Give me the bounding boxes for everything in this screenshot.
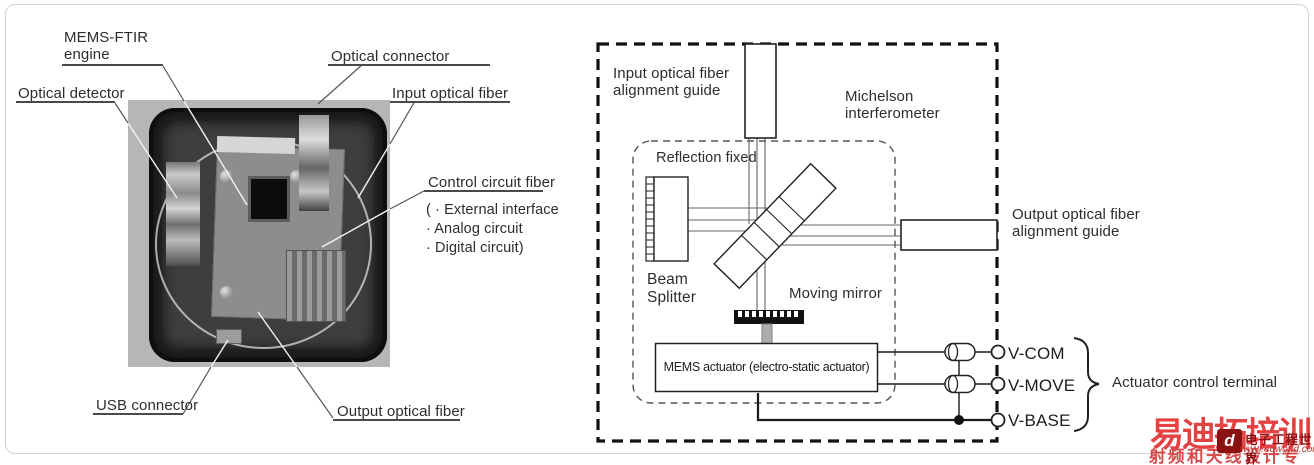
label-reflection-fixed: Reflection fixed xyxy=(656,150,757,166)
beam-splitter-shape xyxy=(713,162,837,290)
watermark-logo-text: 电子工程世界 xyxy=(1245,433,1313,465)
interferometer-dashed-boundary xyxy=(632,140,896,404)
input-guide-rect xyxy=(744,43,777,139)
underline xyxy=(333,419,460,421)
underline xyxy=(62,64,163,66)
optical-detector-part xyxy=(166,162,200,266)
usb-connector-part xyxy=(216,329,242,344)
terminal-brace xyxy=(1073,337,1100,432)
watermark-tagline: 射频和天线设计专家 xyxy=(1149,448,1301,465)
screw xyxy=(220,286,233,299)
underline xyxy=(424,190,543,192)
label-usb-connector: USB connector xyxy=(96,397,199,414)
label-actuator-control-terminal: Actuator control terminal xyxy=(1112,374,1278,391)
label-control-circuit-items: ( · External interface · Analog circuit … xyxy=(426,202,559,256)
screw xyxy=(220,170,233,183)
underline xyxy=(16,101,115,103)
label-control-circuit-fiber: Control circuit fiber xyxy=(428,174,556,191)
moving-mirror-shape xyxy=(734,310,804,345)
label-input-optical-fiber: Input optical fiber xyxy=(392,85,509,102)
label-optical-detector: Optical detector xyxy=(18,85,125,102)
label-michelson: Michelson interferometer xyxy=(845,88,940,123)
optical-connector-part xyxy=(299,115,329,211)
underline xyxy=(328,64,490,66)
label-mems-ftir-engine: MEMS-FTIR engine xyxy=(64,29,149,64)
label-input-guide: Input optical fiber alignment guide xyxy=(613,65,730,100)
underline xyxy=(93,413,183,415)
control-circuit-part xyxy=(286,250,346,322)
leader-lines-light xyxy=(127,100,391,368)
device-photo xyxy=(128,100,390,367)
label-output-optical-fiber: Output optical fiber xyxy=(337,403,465,420)
watermark-url: www.eeworld.com.cn xyxy=(1240,444,1314,455)
label-mems-actuator: MEMS actuator (electro-static actuator) xyxy=(663,360,870,374)
label-optical-connector: Optical connector xyxy=(331,48,450,65)
label-output-guide: Output optical fiber alignment guide xyxy=(1012,206,1140,241)
fixed-mirror xyxy=(645,176,689,262)
output-guide-rect xyxy=(900,219,998,251)
watermark-logo-icon: d xyxy=(1217,429,1242,453)
junction-dot xyxy=(954,415,964,425)
leader-lines-dark xyxy=(114,63,425,419)
label-moving-mirror: Moving mirror xyxy=(789,285,882,302)
label-v-move: V-MOVE xyxy=(1008,376,1076,395)
feedthrough-capacitors xyxy=(944,342,976,394)
label-beam-splitter: Beam Splitter xyxy=(647,271,697,306)
figure-border xyxy=(5,4,1309,454)
label-v-base: V-BASE xyxy=(1008,411,1071,430)
underline xyxy=(390,101,510,103)
mems-actuator-box xyxy=(654,342,879,393)
mems-ftir-chip xyxy=(248,176,290,222)
terminal-circles xyxy=(990,344,1006,428)
label-v-com: V-COM xyxy=(1008,344,1065,363)
